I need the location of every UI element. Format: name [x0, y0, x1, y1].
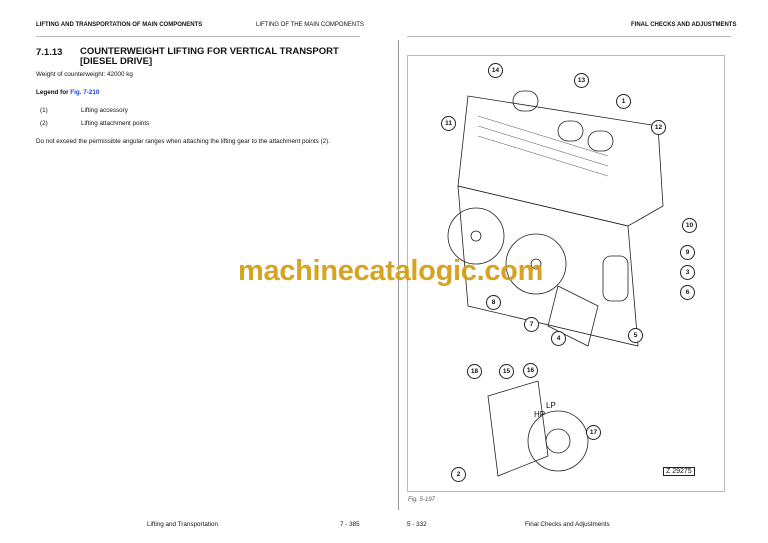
figure-link[interactable]: Fig. 7-210 — [70, 89, 100, 96]
left-header-section: LIFTING OF THE MAIN COMPONENTS — [256, 22, 364, 28]
callout-5: 5 — [628, 328, 643, 343]
legend-num-1: (1) — [40, 107, 48, 114]
callout-1: 1 — [616, 94, 631, 109]
callout-15: 15 — [499, 364, 514, 379]
hp-label: HP — [534, 410, 546, 419]
page-divider — [398, 40, 399, 510]
left-footer-page: 7 - 385 — [340, 521, 360, 528]
right-footer-page: 5 - 332 — [407, 521, 427, 528]
compressor-body — [487, 380, 549, 477]
note-text: Do not exceed the permissible angular ra… — [36, 138, 331, 145]
callout-12: 12 — [651, 120, 666, 135]
filter-cylinder — [512, 90, 539, 112]
section-number: 7.1.13 — [36, 47, 63, 58]
section-title-line1: COUNTERWEIGHT LIFTING FOR VERTICAL TRANS… — [80, 46, 339, 57]
figure-id: Z 29275 — [663, 467, 695, 476]
radiator-top-panel — [457, 95, 664, 227]
watermark: machinecatalogic.com — [238, 255, 544, 287]
weight-text: Weight of counterweight: 42000 kg — [36, 71, 133, 78]
radiator-core — [457, 185, 639, 347]
callout-9: 9 — [680, 245, 695, 260]
legend-num-2: (2) — [40, 120, 48, 127]
callout-4: 4 — [551, 331, 566, 346]
right-header: FINAL CHECKS AND ADJUSTMENTS — [631, 22, 737, 28]
legend-heading: Legend for Fig. 7-210 — [36, 89, 99, 96]
callout-11: 11 — [441, 116, 456, 131]
right-header-rule — [407, 36, 731, 37]
fan-left — [447, 207, 505, 265]
callout-10: 10 — [682, 218, 697, 233]
callout-7: 7 — [524, 317, 539, 332]
callout-17: 17 — [586, 425, 601, 440]
legend-label: Legend for — [36, 89, 71, 96]
right-footer-title: Final Checks and Adjustments — [525, 521, 610, 528]
radiator-compressor-diagram — [447, 90, 664, 477]
callout-8: 8 — [486, 295, 501, 310]
compressor-clutch — [527, 410, 589, 472]
callout-16: 16 — [523, 363, 538, 378]
left-header-rule — [36, 36, 360, 37]
lp-label: LP — [546, 401, 556, 410]
callout-18: 18 — [467, 364, 482, 379]
callout-14: 14 — [488, 63, 503, 78]
left-footer-title: Lifting and Transportation — [147, 521, 219, 528]
receiver-drier — [602, 255, 629, 302]
legend-text-1: Lifting accessory — [81, 107, 128, 114]
callout-3: 3 — [680, 265, 695, 280]
callout-13: 13 — [574, 73, 589, 88]
bracket — [547, 285, 599, 347]
callout-2: 2 — [451, 467, 466, 482]
section-title-line2: [DIESEL DRIVE] — [80, 56, 153, 67]
callout-6: 6 — [680, 285, 695, 300]
figure-caption: Fig. 5-197 — [408, 497, 436, 503]
fan-right — [505, 233, 567, 295]
section-title: COUNTERWEIGHT LIFTING FOR VERTICAL TRANS… — [80, 47, 339, 67]
legend-text-2: Lifting attachment points — [81, 120, 150, 127]
left-header-chapter: LIFTING AND TRANSPORTATION OF MAIN COMPO… — [36, 22, 203, 28]
